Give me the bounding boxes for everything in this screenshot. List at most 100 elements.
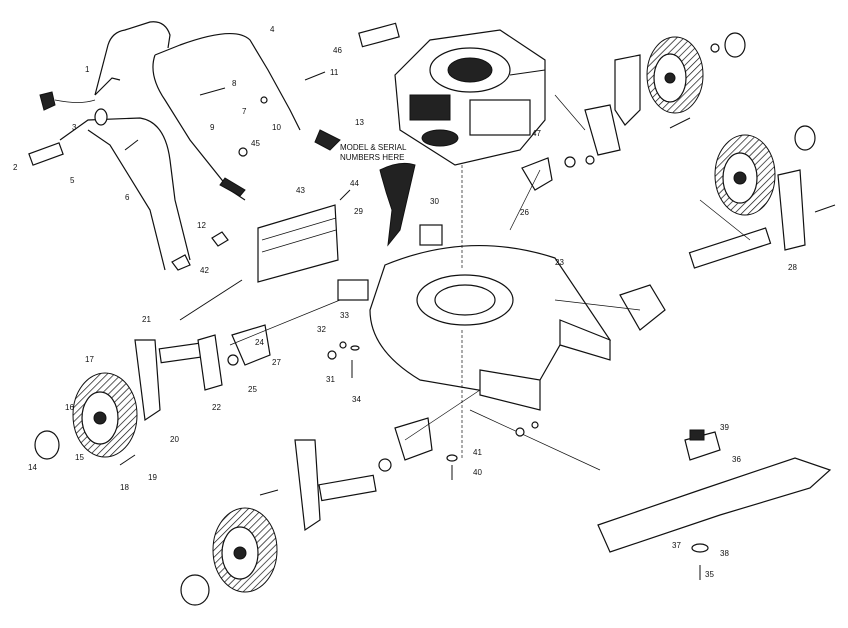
part-number-bracket-30: 30 xyxy=(430,197,439,206)
washer-32 xyxy=(339,341,347,349)
bracket-30 xyxy=(419,224,443,246)
part-number-height-bracket: 20 xyxy=(170,435,179,444)
part-number-lock-washer: 38 xyxy=(720,549,729,558)
height-bracket xyxy=(777,169,806,251)
model-serial-note-1: MODEL & SERIAL xyxy=(340,143,407,152)
leader-lines xyxy=(229,94,751,441)
bolt xyxy=(669,117,691,129)
leader-2 xyxy=(404,389,481,441)
model-serial-note-2: NUMBERS HERE xyxy=(340,153,404,162)
part-number-washer-41: 41 xyxy=(473,448,482,457)
deck-chute xyxy=(559,319,611,361)
part-number-spacer: 16 xyxy=(65,403,74,412)
part-number-height-plate: 26 xyxy=(520,208,529,217)
part-number-screw-a: 7 xyxy=(242,107,247,116)
washer xyxy=(710,43,720,53)
handle-grip xyxy=(28,142,64,166)
part-number-handle-upper: 1 xyxy=(85,65,90,74)
part-number-nut-31: 31 xyxy=(326,375,335,384)
blade xyxy=(597,457,832,553)
deck-center xyxy=(434,284,496,316)
part-number-washer-33: 33 xyxy=(340,311,349,320)
height-plate xyxy=(619,284,666,331)
axle xyxy=(688,227,772,269)
part-number-cable-guide: 13 xyxy=(355,118,364,127)
part-number-spring: 25 xyxy=(248,385,257,394)
knob-left xyxy=(94,108,108,126)
spring-rear xyxy=(564,156,576,168)
wheel-rear-right xyxy=(584,32,746,156)
part-number-rod: 42 xyxy=(200,266,209,275)
spring xyxy=(227,354,239,366)
bolt xyxy=(814,204,836,213)
hubcap xyxy=(34,430,60,460)
part-number-washer-a: 9 xyxy=(210,123,215,132)
height-bracket xyxy=(197,334,223,391)
part-number-nut: 18 xyxy=(120,483,129,492)
leader-3 xyxy=(554,299,641,311)
part-number-blade-adapter: 39 xyxy=(720,423,729,432)
upper-handle xyxy=(94,21,171,96)
part-number-bracket-29: 29 xyxy=(354,207,363,216)
part-number-blade-washer: 37 xyxy=(672,541,681,550)
part-number-washer-32: 32 xyxy=(317,325,326,334)
part-number-deck: 23 xyxy=(555,258,564,267)
part-number-axle: 22 xyxy=(212,403,221,412)
grass-deflector xyxy=(257,204,339,283)
handle-bracket-left xyxy=(152,54,246,201)
part-number-washer-b: 10 xyxy=(272,123,281,132)
rod xyxy=(179,279,243,321)
screw-a xyxy=(199,87,226,96)
engine-muffler xyxy=(421,129,459,147)
engine-block xyxy=(469,99,531,136)
washer-33 xyxy=(350,345,360,351)
clamp-right xyxy=(211,231,229,247)
engine-assembly: MODEL & SERIAL NUMBERS HERE xyxy=(340,22,546,247)
axle xyxy=(318,474,377,502)
part-number-adjuster-plate: 27 xyxy=(272,358,281,367)
part-number-clamp: 12 xyxy=(197,221,206,230)
part-number-hubcap: 14 xyxy=(28,463,37,472)
part-number-knob: 8 xyxy=(232,79,237,88)
deflector-line-2 xyxy=(261,229,337,253)
handle-clip xyxy=(39,91,56,111)
leader-1 xyxy=(229,299,341,346)
part-number-blade: 36 xyxy=(732,455,741,464)
hardware xyxy=(327,155,595,480)
part-number-adjuster-lever: 21 xyxy=(142,315,151,324)
part-number-decal: 46 xyxy=(333,46,342,55)
part-number-handle-clip: 3 xyxy=(72,123,77,132)
deflector-line-1 xyxy=(261,217,337,241)
washer-b xyxy=(238,147,248,157)
wheel-center xyxy=(93,411,107,425)
leader-5 xyxy=(509,169,541,231)
part-number-spring-45: 45 xyxy=(251,139,260,148)
part-number-wheel: 17 xyxy=(85,355,94,364)
handle-bracket xyxy=(154,32,301,131)
part-number-bolt-wheel: 19 xyxy=(148,473,157,482)
hubcap xyxy=(724,32,746,58)
clamp-left xyxy=(171,254,191,271)
part-number-washer-axle: 24 xyxy=(255,338,264,347)
part-number-engine: 47 xyxy=(532,129,541,138)
upper-handle-lower-arm xyxy=(94,77,121,96)
part-number-bolt-44: 44 xyxy=(350,179,359,188)
washer-32-b xyxy=(531,421,539,429)
handle-assembly xyxy=(28,21,351,321)
serial-arrow xyxy=(379,162,416,247)
wheel-center xyxy=(233,546,247,560)
leader-6 xyxy=(554,94,586,131)
spring xyxy=(378,458,392,472)
part-number-grass-deflector: 43 xyxy=(296,186,305,195)
adjuster-lever xyxy=(134,339,161,422)
wheel-front-left xyxy=(34,324,271,466)
wheel-front-left-lower xyxy=(180,417,433,606)
part-number-screw-40: 40 xyxy=(473,468,482,477)
leader-blade xyxy=(469,409,601,471)
part-number-screw-b: 11 xyxy=(330,68,339,77)
decal xyxy=(358,22,400,48)
part-number-handle-grip: 2 xyxy=(13,163,18,172)
